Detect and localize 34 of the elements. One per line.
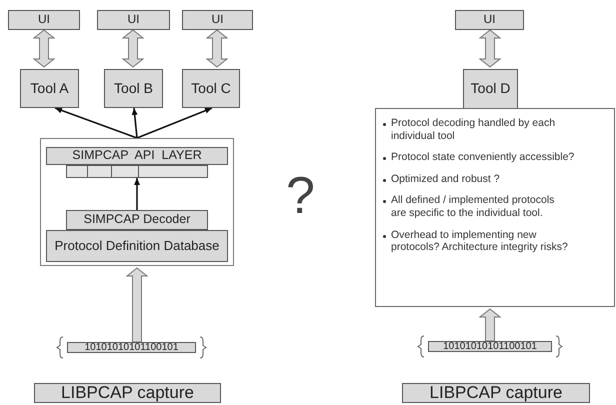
- bullet-text: Protocol state conveniently accessible?: [391, 151, 574, 164]
- database-box: Protocol Definition Database: [46, 230, 228, 262]
- arrow: [132, 108, 138, 138]
- ui-box: UI: [97, 10, 170, 30]
- api-layer-box: SIMPCAP API LAYER: [46, 147, 228, 165]
- capture-box: LIBPCAP capture: [34, 383, 221, 403]
- capture-box: LIBPCAP capture: [402, 383, 590, 403]
- api-slot-bar: [66, 165, 208, 178]
- tool-box: Tool B: [104, 69, 163, 108]
- double-block-arrow: [122, 29, 144, 68]
- ui-box: UI: [455, 10, 524, 30]
- arrow: [134, 178, 140, 210]
- bullet-text: Optimized and robust ?: [391, 172, 500, 185]
- bit-string-box: 10101010101100101: [67, 342, 196, 353]
- block-arrow: [126, 267, 148, 342]
- bullet-text: All defined / implemented protocols are specific to the individual tool.: [391, 194, 554, 219]
- double-block-arrow: [206, 29, 228, 68]
- ui-box: UI: [182, 10, 253, 30]
- decoder-box: SIMPCAP Decoder: [66, 210, 208, 230]
- double-block-arrow: [478, 29, 502, 68]
- bullet-text: Overhead to implementing new protocols? Architecture integrity risks?: [391, 228, 568, 254]
- notes-box: [375, 108, 615, 307]
- tool-box: Tool A: [20, 69, 79, 108]
- double-block-arrow: [32, 29, 56, 68]
- bit-string-box: 10101010101100101: [428, 341, 552, 352]
- arrow: [54, 107, 138, 139]
- tool-box: Tool C: [182, 69, 240, 108]
- arrow: [136, 107, 212, 139]
- ui-box: UI: [8, 10, 80, 30]
- tool-box: Tool D: [463, 69, 518, 109]
- question-mark: ?: [286, 170, 315, 222]
- container-box: [40, 138, 234, 266]
- block-arrow: [478, 308, 502, 342]
- bullet-text: Protocol decoding handled by each individual tool: [391, 117, 556, 142]
